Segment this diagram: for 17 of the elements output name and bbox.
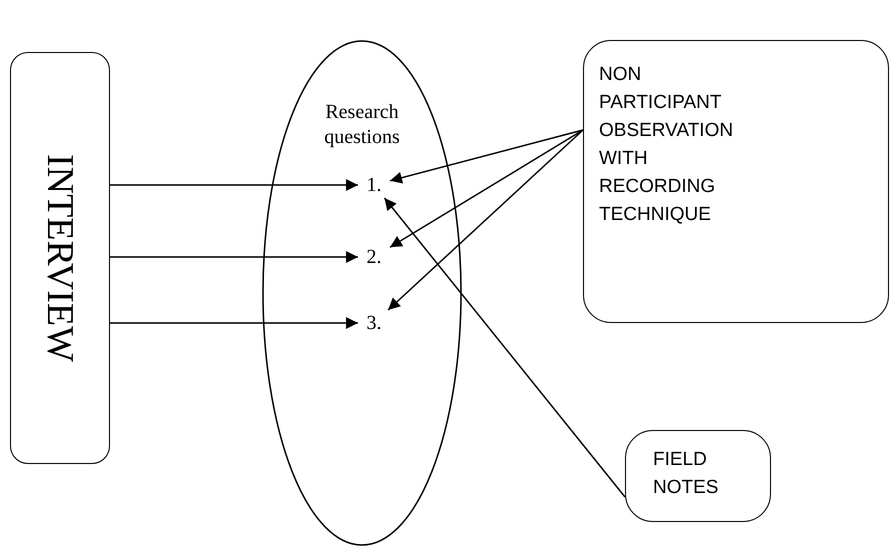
arrow	[390, 129, 584, 248]
method-label: FIELD NOTES	[653, 448, 720, 500]
ellipse-heading: Research questions	[323, 100, 401, 150]
arrow	[110, 179, 358, 191]
method-label: INTERVIEW	[38, 154, 82, 362]
method-box	[583, 40, 889, 323]
arrow	[388, 129, 584, 311]
method-label: NON PARTICIPANT OBSERVATION WITH RECORDING TECHNIQUE	[599, 63, 734, 227]
arrow	[110, 251, 358, 263]
method-box	[625, 430, 771, 522]
method-box	[10, 52, 110, 464]
question-number: 2.	[358, 244, 390, 270]
arrow	[390, 129, 584, 184]
question-number: 1.	[358, 172, 390, 198]
arrow	[110, 317, 358, 329]
question-number: 3.	[358, 310, 390, 336]
arrow	[384, 198, 626, 498]
